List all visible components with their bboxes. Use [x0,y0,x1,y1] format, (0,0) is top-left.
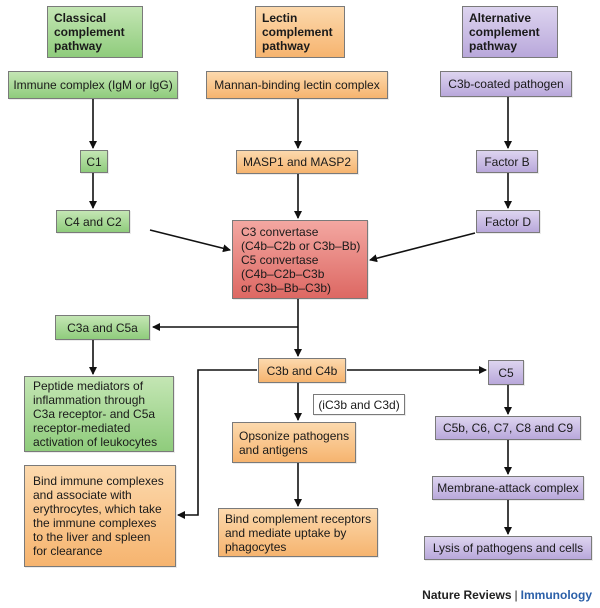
node-masp1-masp2: MASP1 and MASP2 [236,150,358,174]
node-c3-c5-convertase: C3 convertase (C4b–C2b or C3b–Bb) C5 con… [232,220,368,299]
arrow-factor-d-to-convertase [369,232,476,263]
node-c1: C1 [80,150,108,173]
node-lysis-of-pathogens: Lysis of pathogens and cells [424,536,592,560]
node-c3a-and-c5a: C3a and C5a [55,315,150,340]
node-mannan-binding-lectin-complex: Mannan-binding lectin complex [206,71,388,99]
node-bind-complement-receptors: Bind complement receptors and mediate up… [218,508,378,557]
node-factor-d: Factor D [476,210,540,233]
node-membrane-attack-complex: Membrane-attack complex [432,476,584,500]
node-peptide-mediators: Peptide mediators of inflammation throug… [24,376,174,452]
node-bind-immune-complexes: Bind immune complexes and associate with… [24,465,176,567]
header-alternative-pathway: Alternative complement pathway [462,6,558,58]
node-c4-and-c2: C4 and C2 [56,210,130,233]
arrow-c3b-c4b-to-bind-immune [177,369,257,519]
node-opsonize-pathogens: Opsonize pathogens and antigens [232,422,356,463]
node-c3b-coated-pathogen: C3b-coated pathogen [440,71,572,97]
node-factor-b: Factor B [476,150,538,173]
header-lectin-pathway: Lectin complement pathway [255,6,345,58]
node-c5: C5 [488,360,524,385]
journal-credit: Nature Reviews|Immunology [422,588,592,602]
node-ic3b-and-c3d: (iC3b and C3d) [313,394,405,415]
node-c3b-and-c4b: C3b and C4b [258,358,346,383]
header-classical-pathway: Classical complement pathway [47,6,143,58]
journal-subject: Immunology [520,588,592,602]
node-immune-complex: Immune complex (IgM or IgG) [8,71,178,99]
credit-separator: | [514,588,518,602]
journal-name: Nature Reviews [422,588,512,602]
arrow-c4-c2-to-convertase [149,229,231,253]
node-c5b-c6-c7-c8-c9: C5b, C6, C7, C8 and C9 [435,416,581,440]
